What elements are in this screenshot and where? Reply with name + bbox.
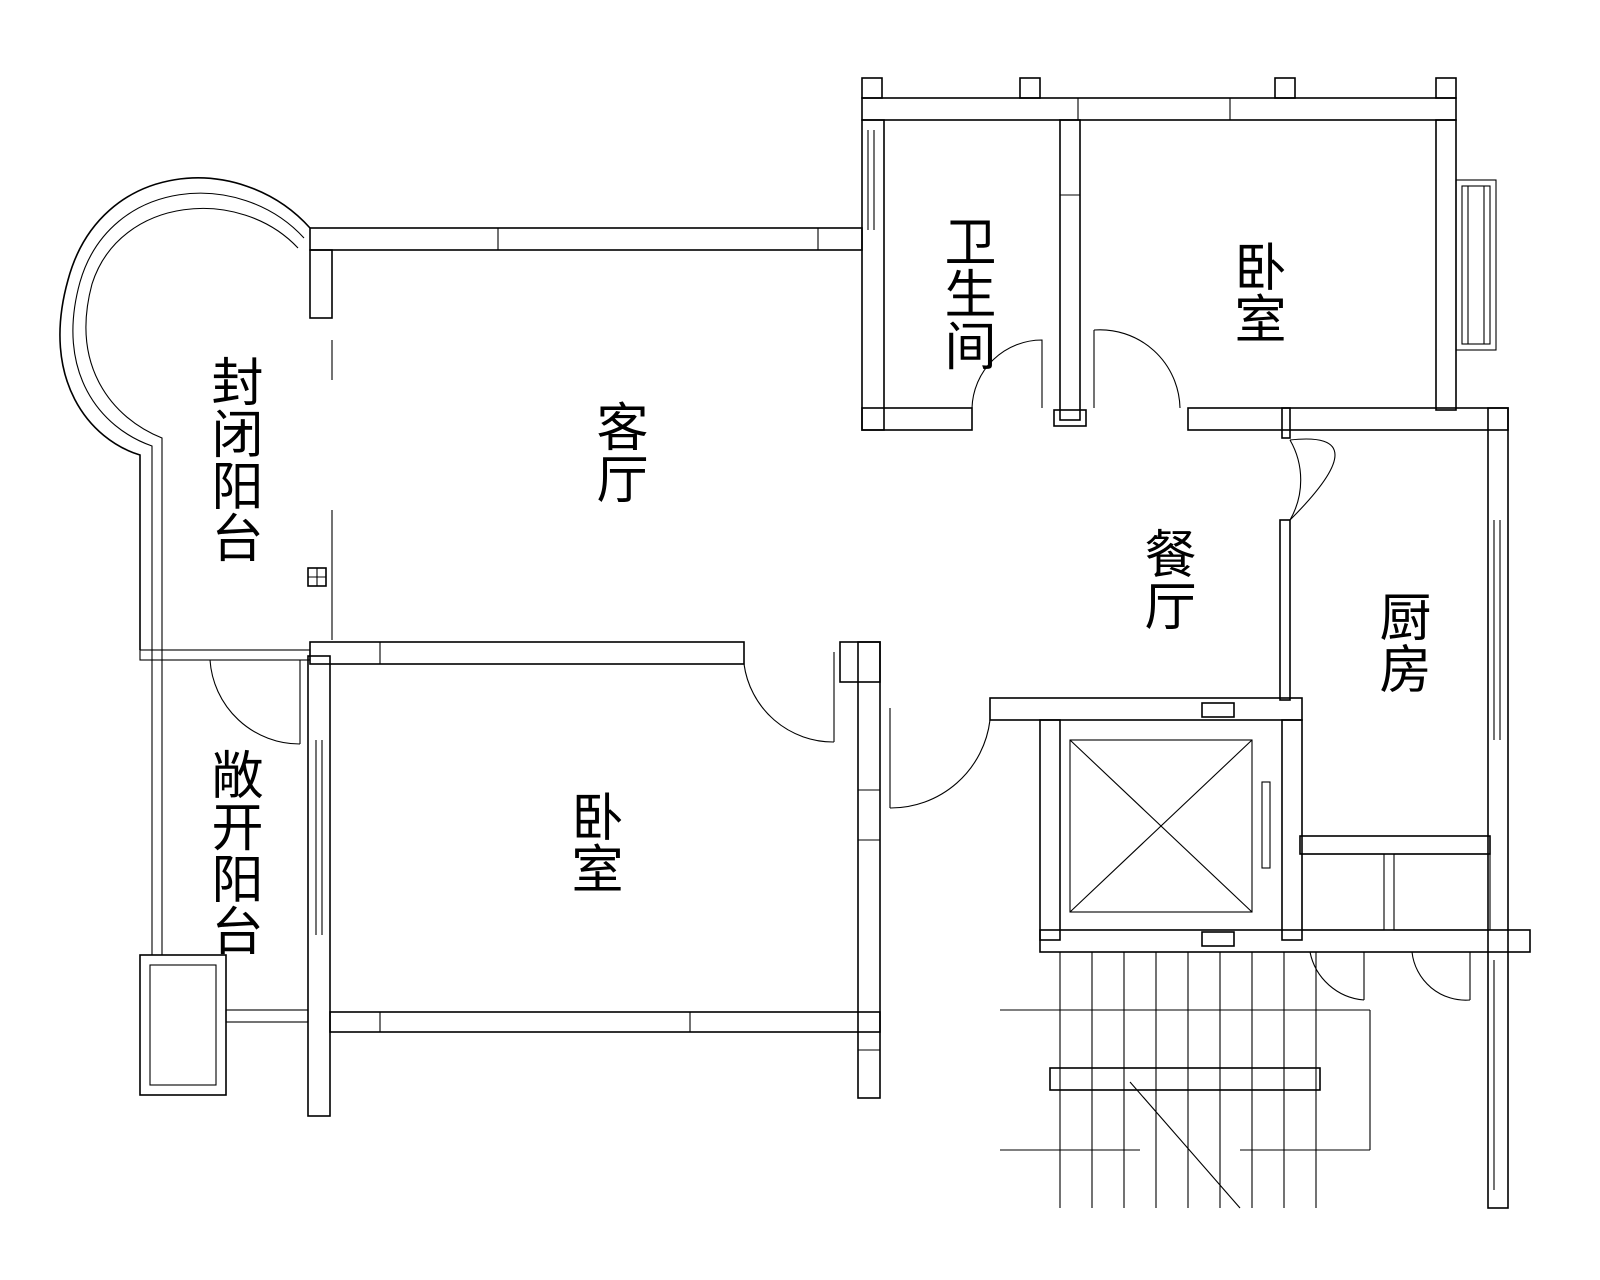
living-room-walls <box>59 177 863 650</box>
service-core-walls <box>889 407 1531 1209</box>
upper-rooms-walls <box>861 77 1509 431</box>
room-label-dining-room: 餐厅 <box>1135 527 1195 631</box>
room-label-kitchen: 厨房 <box>1370 590 1430 694</box>
room-label-bathroom: 卫生间 <box>935 215 995 371</box>
room-label-open-balcony: 敞开阳台 <box>202 748 262 956</box>
lower-rooms-walls <box>139 641 881 1117</box>
room-label-bedroom-top: 卧室 <box>1225 240 1285 344</box>
room-label-enclosed-balcony: 封闭阳台 <box>202 355 262 563</box>
room-label-living-room: 客厅 <box>587 400 647 504</box>
staircase <box>1000 952 1371 1209</box>
room-label-bedroom-bottom: 卧室 <box>562 790 622 894</box>
